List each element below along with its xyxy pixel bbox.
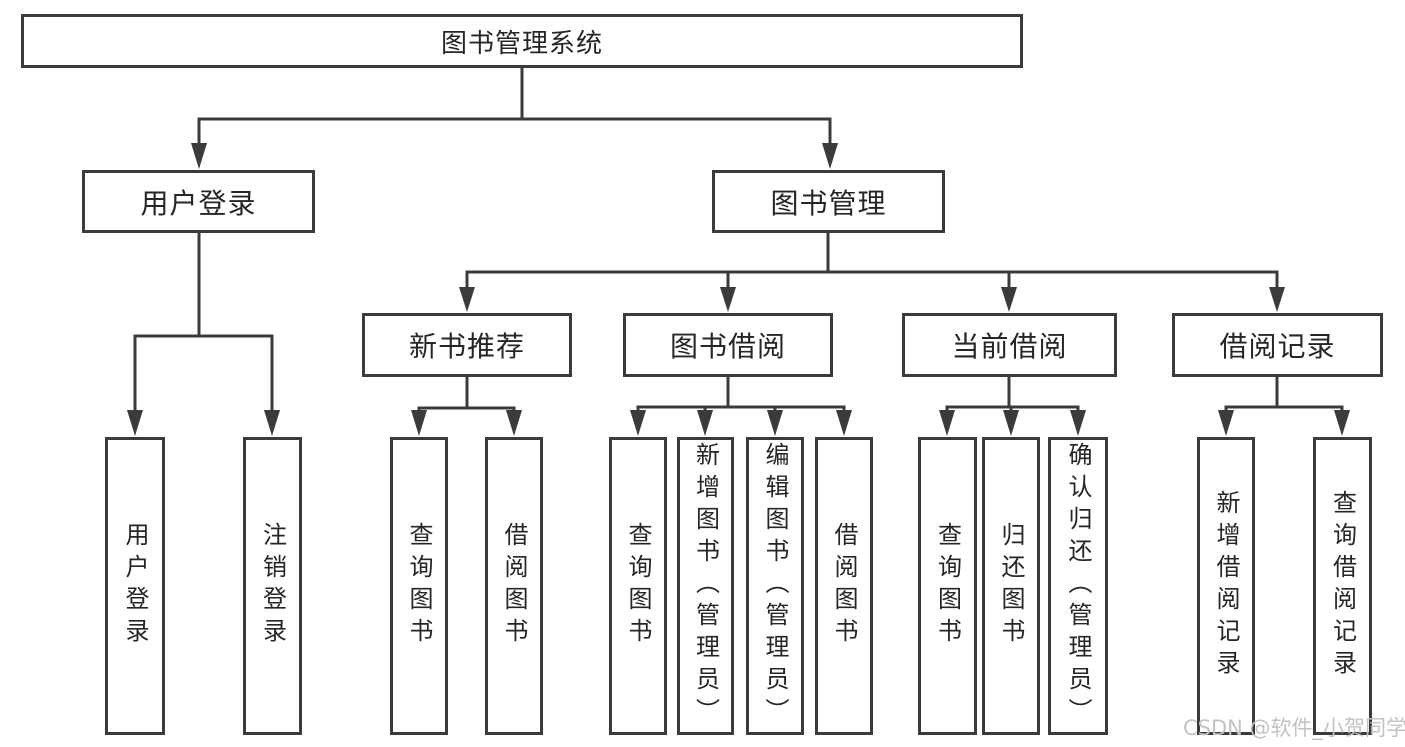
leaf-return-books: 归还图书 — [982, 437, 1040, 735]
node-book-management: 图书管理 — [712, 170, 945, 233]
leaf-query-books-current: 查询图书 — [918, 437, 977, 735]
leaf-user-login: 用户登录 — [105, 437, 165, 735]
node-current-borrowing: 当前借阅 — [902, 313, 1117, 377]
csdn-watermark: CSDN @软件_小贺同学 — [1183, 716, 1405, 740]
leaf-add-books-admin: 新增图书（管理员） — [677, 437, 734, 735]
leaf-add-borrow-record: 新增借阅记录 — [1197, 437, 1255, 735]
node-book-borrowing: 图书借阅 — [623, 313, 833, 377]
node-new-book-recommendation: 新书推荐 — [362, 313, 572, 377]
leaf-borrow-books: 借阅图书 — [815, 437, 873, 735]
leaf-query-books-borrowing: 查询图书 — [609, 437, 667, 735]
node-user-login: 用户登录 — [82, 170, 315, 233]
leaf-borrow-books-recommend: 借阅图书 — [485, 437, 543, 735]
node-borrowing-records: 借阅记录 — [1172, 313, 1383, 377]
leaf-query-borrow-record: 查询借阅记录 — [1313, 437, 1372, 735]
node-library-management-system: 图书管理系统 — [21, 14, 1023, 68]
leaf-query-books-recommend: 查询图书 — [390, 437, 448, 735]
leaf-logout: 注销登录 — [243, 437, 302, 735]
leaf-edit-books-admin: 编辑图书（管理员） — [746, 437, 804, 735]
leaf-confirm-return-admin: 确认归还（管理员） — [1048, 437, 1108, 735]
